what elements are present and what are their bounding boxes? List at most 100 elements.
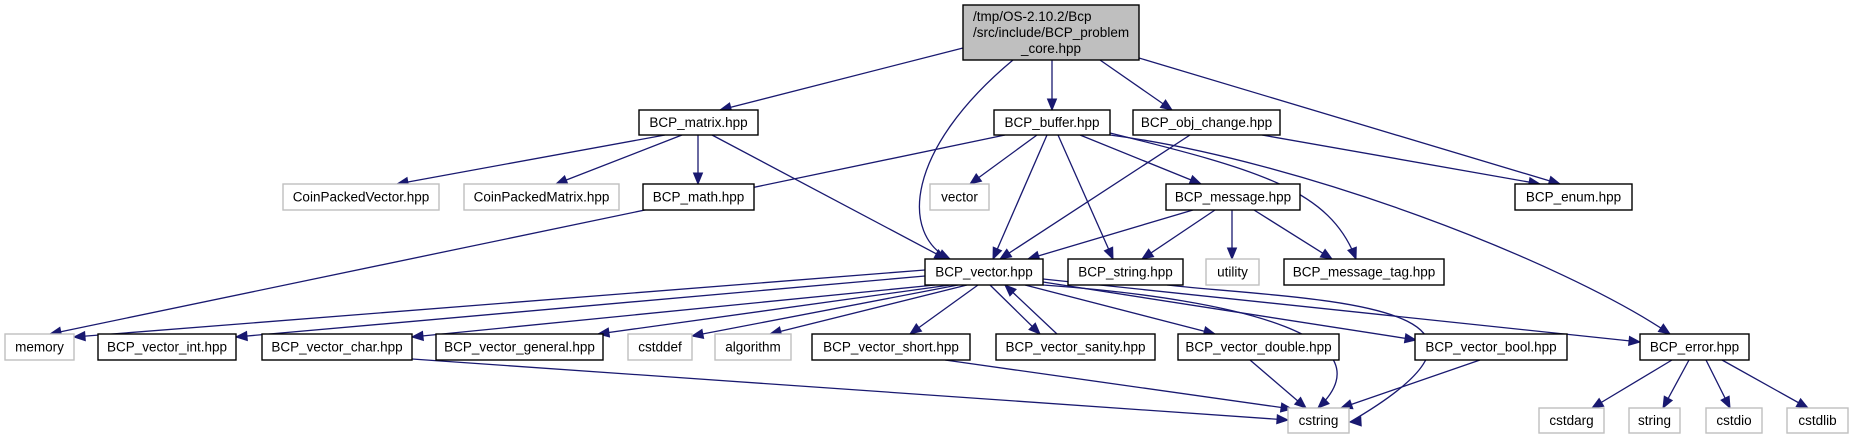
arrowhead-icon xyxy=(968,172,983,185)
edge-bcp-vector-to-algorithm xyxy=(768,284,968,337)
node-label: /src/include/BCP_problem xyxy=(973,25,1129,40)
node-cstdlib: cstdlib xyxy=(1786,407,1849,434)
node-box xyxy=(1067,258,1184,286)
node-bcp-buffer[interactable]: BCP_buffer.hpp xyxy=(993,109,1111,136)
edge-line xyxy=(1057,134,1114,260)
node-label: BCP_buffer.hpp xyxy=(1004,115,1099,130)
edge-line xyxy=(918,59,1014,260)
node-bcp-message-tag[interactable]: BCP_message_tag.hpp xyxy=(1283,258,1445,286)
node-box xyxy=(1786,407,1849,434)
arrowhead-icon xyxy=(1657,323,1672,335)
node-box xyxy=(435,333,604,361)
arrowhead-icon xyxy=(1046,98,1058,112)
node-box xyxy=(924,258,1044,286)
arrowhead-icon xyxy=(1293,396,1308,409)
node-bcp-vector-bool[interactable]: BCP_vector_bool.hpp xyxy=(1414,333,1568,361)
node-bcp-vector-int[interactable]: BCP_vector_int.hpp xyxy=(97,333,237,361)
node-label: string xyxy=(1638,413,1671,428)
node-label: /tmp/OS-2.10.2/Bcp xyxy=(973,9,1092,24)
edge-line xyxy=(719,47,964,111)
edge-line xyxy=(1099,59,1173,111)
node-box xyxy=(282,183,440,211)
arrowhead-icon xyxy=(690,328,705,339)
edge-line xyxy=(999,134,1191,260)
node-box xyxy=(811,333,971,361)
node-box xyxy=(1165,183,1301,211)
edge-bcp-error-to-cstdarg xyxy=(1590,359,1673,409)
edge-line xyxy=(73,269,926,338)
arrowhead-icon xyxy=(692,172,704,186)
edge-bcp-buffer-to-bcp-message xyxy=(1079,134,1203,185)
edge-bcp-vector-to-cstring xyxy=(1042,284,1338,409)
node-label: _core.hpp xyxy=(1020,41,1081,56)
node-label: BCP_vector_int.hpp xyxy=(107,340,227,355)
edge-bcp-vector-bool-to-cstring xyxy=(1339,359,1481,410)
node-bcp-enum[interactable]: BCP_enum.hpp xyxy=(1514,183,1633,211)
node-box xyxy=(261,333,413,361)
node-bcp-vector-char[interactable]: BCP_vector_char.hpp xyxy=(261,333,413,361)
node-bcp-vector-double[interactable]: BCP_vector_double.hpp xyxy=(1177,333,1340,361)
node-cstring: cstring xyxy=(1287,407,1350,434)
node-box xyxy=(1538,407,1605,434)
node-label: CoinPackedMatrix.hpp xyxy=(474,190,610,205)
edge-line xyxy=(1141,209,1216,260)
node-box xyxy=(1287,407,1350,434)
node-label: BCP_enum.hpp xyxy=(1526,190,1621,205)
node-label: cstdio xyxy=(1716,413,1751,428)
nodes-layer: /tmp/OS-2.10.2/Bcp/src/include/BCP_probl… xyxy=(4,4,1849,434)
edge-bcp-obj-change-to-bcp-vector xyxy=(998,134,1191,260)
edge-line xyxy=(769,284,968,335)
edge-bcp-buffer-to-vector xyxy=(968,134,1038,185)
edge-bcp-message-to-bcp-string xyxy=(1140,209,1216,260)
arrowhead-icon xyxy=(1662,395,1674,410)
node-label: BCP_matrix.hpp xyxy=(649,115,747,130)
edge-line xyxy=(1042,284,1338,409)
node-label: memory xyxy=(15,340,64,355)
node-box xyxy=(1283,258,1445,286)
node-bcp-matrix[interactable]: BCP_matrix.hpp xyxy=(638,109,759,136)
node-box xyxy=(929,183,990,211)
node-bcp-vector-sanity[interactable]: BCP_vector_sanity.hpp xyxy=(995,333,1156,361)
edge-bcp-matrix-to-coinpackedvector xyxy=(395,134,666,188)
node-bcp-vector-general[interactable]: BCP_vector_general.hpp xyxy=(435,333,604,361)
node-bcp-vector-short[interactable]: BCP_vector_short.hpp xyxy=(811,333,971,361)
edge-line xyxy=(235,275,926,338)
edge-root-to-bcp-enum xyxy=(1138,57,1562,186)
node-label: BCP_vector_short.hpp xyxy=(823,340,959,355)
node-root[interactable]: /tmp/OS-2.10.2/Bcp/src/include/BCP_probl… xyxy=(962,4,1140,61)
node-bcp-error[interactable]: BCP_error.hpp xyxy=(1639,333,1750,361)
node-box xyxy=(97,333,237,361)
node-bcp-string[interactable]: BCP_string.hpp xyxy=(1067,258,1184,286)
node-bcp-vector[interactable]: BCP_vector.hpp xyxy=(924,258,1044,286)
edge-line xyxy=(396,134,666,185)
node-label: BCP_vector.hpp xyxy=(935,265,1033,280)
node-box xyxy=(1132,109,1281,136)
node-label: BCP_string.hpp xyxy=(1078,265,1173,280)
edge-line xyxy=(411,358,1289,421)
node-label: BCP_message_tag.hpp xyxy=(1293,265,1436,280)
node-box xyxy=(638,109,759,136)
edge-bcp-obj-change-to-bcp-enum xyxy=(1261,134,1542,188)
edge-bcp-buffer-to-memory xyxy=(48,134,1006,337)
node-label: BCP_error.hpp xyxy=(1650,340,1739,355)
edge-bcp-matrix-to-bcp-math xyxy=(692,135,704,186)
node-bcp-message[interactable]: BCP_message.hpp xyxy=(1165,183,1301,211)
node-utility: utility xyxy=(1205,258,1260,286)
node-label: cstdarg xyxy=(1549,413,1593,428)
node-label: BCP_vector_general.hpp xyxy=(444,340,595,355)
node-label: utility xyxy=(1217,265,1248,280)
arrowhead-icon xyxy=(1348,416,1362,427)
edge-line xyxy=(1253,209,1333,260)
edge-bcp-buffer-to-bcp-error xyxy=(1109,134,1672,335)
arrowhead-icon xyxy=(1347,246,1357,261)
edge-line xyxy=(969,134,1038,185)
arrowhead-icon xyxy=(992,246,1003,261)
edge-bcp-vector-to-bcp-vector-char xyxy=(410,284,936,342)
node-box xyxy=(962,4,1140,61)
node-bcp-obj-change[interactable]: BCP_obj_change.hpp xyxy=(1132,109,1281,136)
node-box xyxy=(993,109,1111,136)
edge-bcp-vector-char-to-cstring xyxy=(411,358,1290,425)
node-bcp-math[interactable]: BCP_math.hpp xyxy=(642,183,755,211)
node-label: BCP_obj_change.hpp xyxy=(1141,115,1272,130)
